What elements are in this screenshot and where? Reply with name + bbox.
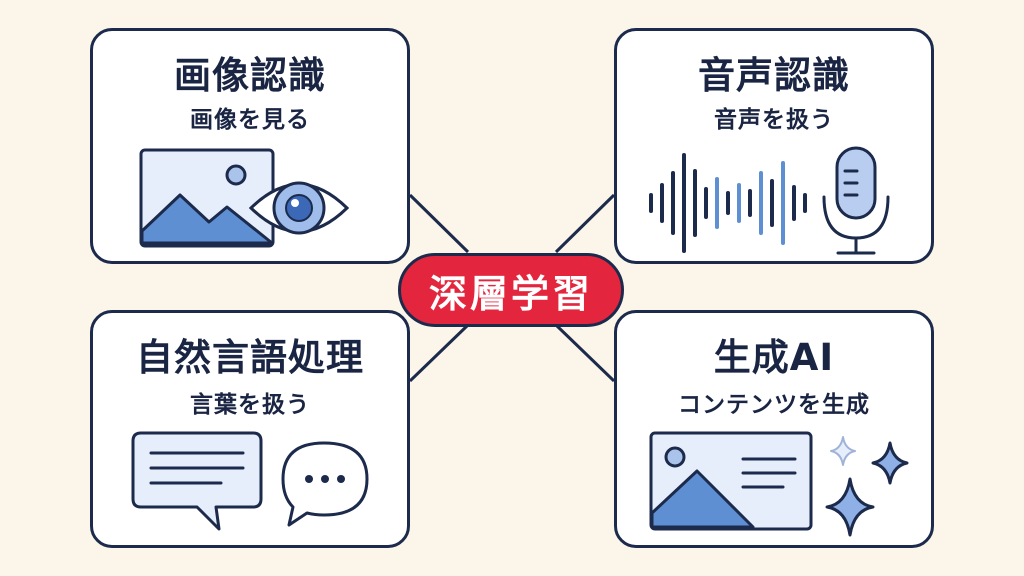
connector-top-right (554, 193, 616, 254)
connector-top-left (408, 193, 470, 254)
connector-bottom-left (408, 323, 470, 383)
chat-illustration (131, 431, 369, 531)
card-subtitle: コンテンツを生成 (678, 392, 870, 418)
card-subtitle: 画像を見る (190, 107, 310, 133)
card-title: 生成AI (713, 336, 835, 379)
sound-mic-illustration (649, 146, 890, 255)
sound-wave-icon (649, 153, 807, 253)
card-speech-recognition: 音声認識 音声を扱う (614, 28, 934, 264)
typing-bubble-icon (281, 441, 369, 527)
generated-image-icon (649, 431, 813, 531)
card-generative-ai: 生成AI コンテンツを生成 (614, 310, 934, 548)
card-title: 自然言語処理 (136, 336, 364, 379)
chat-bubble-icon (131, 431, 263, 531)
card-subtitle: 言葉を扱う (190, 392, 310, 418)
card-subtitle: 音声を扱う (714, 107, 834, 133)
eye-icon (248, 181, 350, 235)
card-title: 音声認識 (698, 54, 850, 97)
connector-bottom-right (554, 323, 616, 383)
generated-content-illustration (649, 431, 909, 537)
card-title: 画像認識 (174, 54, 326, 97)
sparkle-icon (825, 436, 909, 537)
card-natural-language-processing: 自然言語処理 言葉を扱う (90, 310, 410, 548)
landscape-photo-icon (139, 148, 275, 248)
image-eye-illustration (139, 148, 350, 248)
microphone-icon (822, 146, 890, 255)
center-hub-deep-learning: 深層学習 (398, 253, 624, 327)
card-image-recognition: 画像認識 画像を見る (90, 28, 410, 264)
